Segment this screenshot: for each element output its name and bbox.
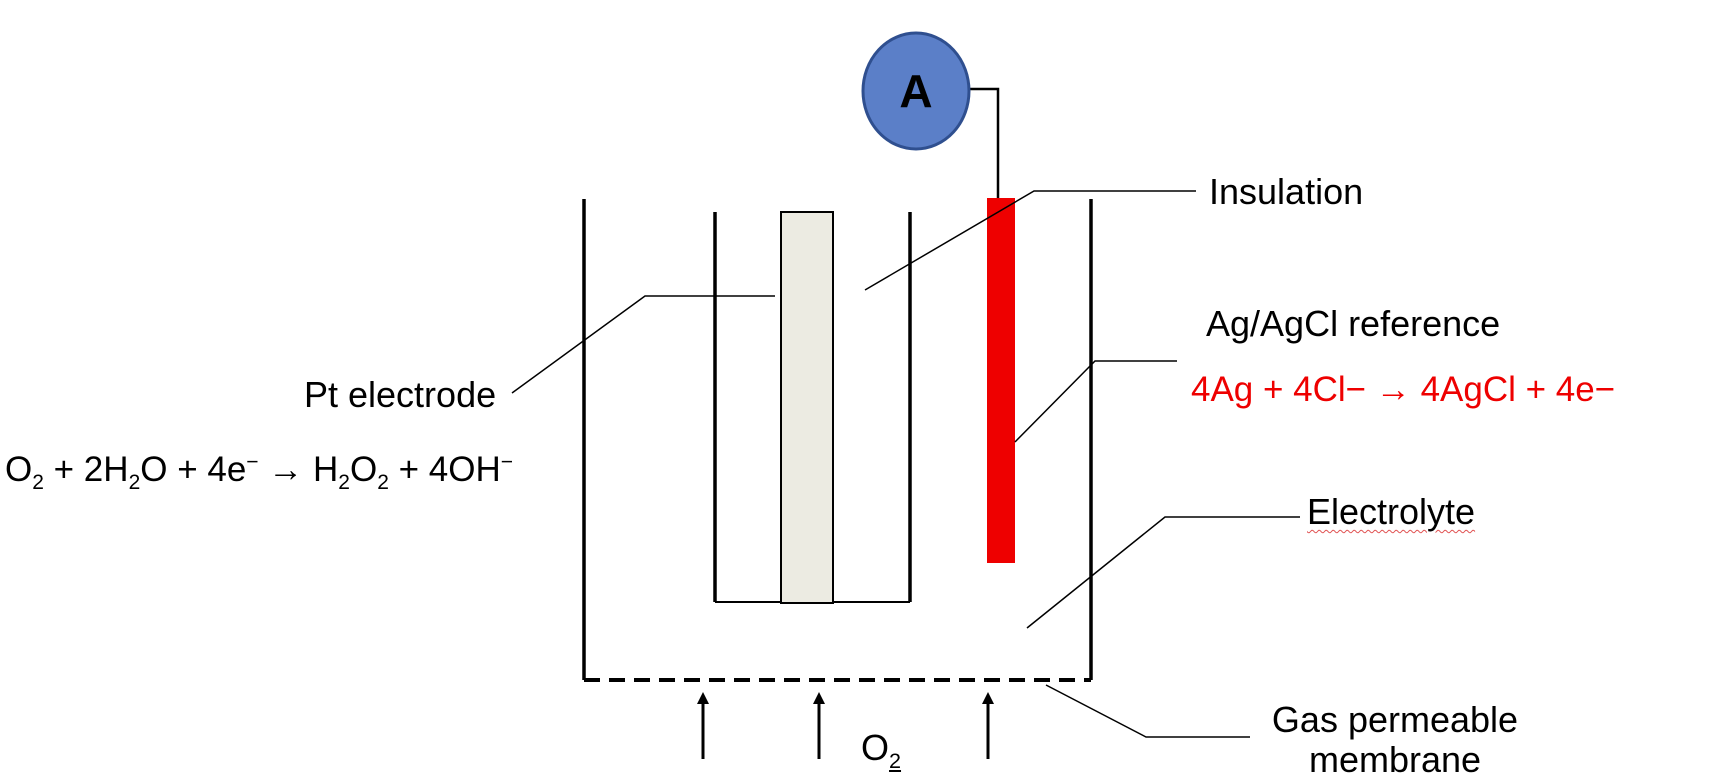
subscript: 2	[377, 471, 389, 494]
subscript: 2	[338, 471, 350, 494]
subscript: 2	[128, 471, 141, 494]
subscript: 2	[889, 748, 902, 774]
oxygen-base: O	[861, 727, 890, 768]
pt-electrode	[780, 211, 834, 604]
ammeter-label: A	[899, 65, 933, 117]
subscript: 2	[32, 471, 44, 494]
membrane-leader	[1045, 684, 1250, 738]
membrane-label: Gas permeable membrane	[1220, 700, 1570, 780]
oxygen-input-label: O2	[861, 727, 901, 772]
oxygen-arrow	[982, 692, 994, 759]
reaction-water: + 2H	[43, 450, 129, 489]
superscript: −	[500, 450, 514, 474]
electrolyte-leader	[1026, 516, 1300, 629]
reaction-o2: O	[5, 450, 33, 489]
pt-electrode-label: Pt electrode	[304, 374, 497, 415]
superscript: −	[246, 450, 259, 474]
insulation-label: Insulation	[1209, 171, 1364, 212]
cathode-reaction: O2 + 2H2O + 4e− → H2O2 + 4OH−	[5, 450, 514, 493]
reaction-arrow: →	[258, 450, 314, 489]
reference-electrode	[987, 198, 1015, 563]
electrolyte-label: Electrolyte	[1307, 494, 1475, 530]
reaction-h2o2-o: O	[349, 450, 378, 489]
reaction-electrons: O + 4e	[140, 450, 247, 489]
anode-reaction: 4Ag + 4Cl− → 4AgCl + 4e−	[1191, 370, 1616, 409]
reaction-h2o2-h: H	[313, 450, 339, 489]
pt-electrode-leader	[511, 295, 775, 394]
insulation-leader	[864, 190, 1196, 291]
electrolyte-text: Electrolyte	[1307, 491, 1476, 532]
ammeter-wire	[967, 87, 1000, 198]
membrane-label-line2: membrane	[1308, 739, 1482, 780]
oxygen-arrow	[697, 692, 709, 759]
oxygen-arrow	[813, 692, 825, 759]
membrane-label-line1: Gas permeable	[1271, 699, 1519, 740]
reference-label: Ag/AgCl reference	[1206, 303, 1501, 344]
reaction-hydroxide: + 4OH	[388, 450, 501, 489]
ammeter-icon	[861, 31, 971, 151]
reference-leader	[1014, 360, 1177, 443]
